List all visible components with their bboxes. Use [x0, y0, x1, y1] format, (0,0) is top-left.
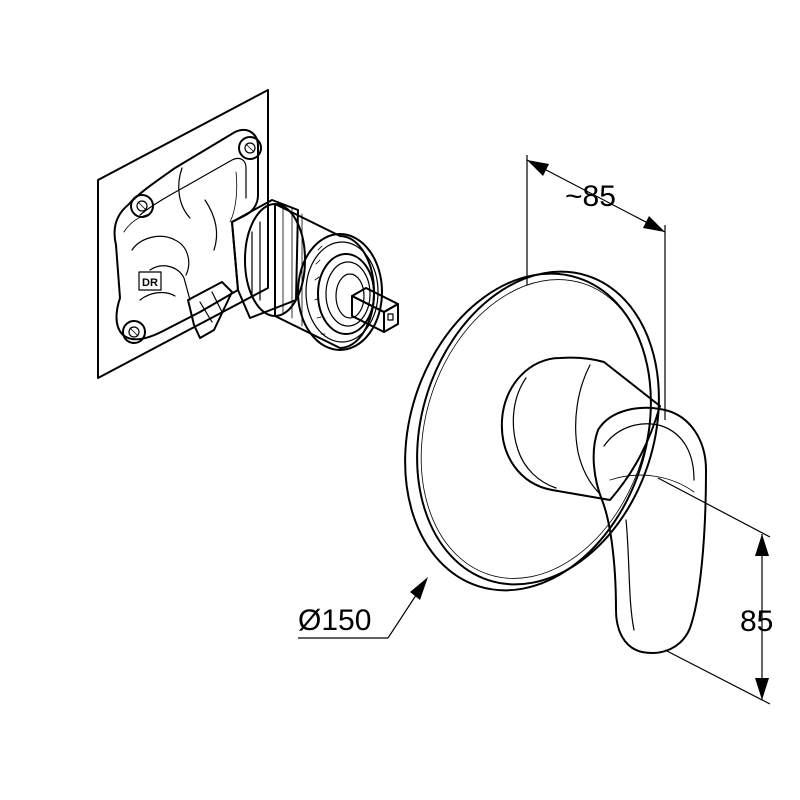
concealed-body: DR	[97, 89, 399, 379]
body-logo: DR	[142, 277, 158, 289]
dimension-width-label: ~85	[565, 180, 616, 213]
spindle	[351, 287, 399, 333]
lever-handle	[592, 406, 707, 654]
dimension-height-label: 85	[740, 605, 773, 638]
trim-set	[404, 270, 707, 654]
valve-cartridge	[244, 203, 383, 351]
dimension-diameter-label: Ø150	[298, 604, 371, 637]
lever-hub	[500, 356, 661, 501]
dimension-width: ~85	[526, 155, 666, 420]
mounting-clip	[187, 281, 233, 339]
body-housing	[113, 128, 259, 341]
screw-bottom-left	[122, 320, 146, 344]
screw-top-right	[238, 136, 262, 160]
mounting-plate	[97, 89, 269, 379]
body-logo-plate	[138, 271, 162, 291]
screw-top-left	[130, 194, 154, 218]
dimension-height: 85	[657, 477, 773, 705]
rosette-edge	[404, 272, 652, 592]
rosette-face	[416, 270, 660, 586]
dimension-diameter: Ø150	[298, 577, 428, 639]
